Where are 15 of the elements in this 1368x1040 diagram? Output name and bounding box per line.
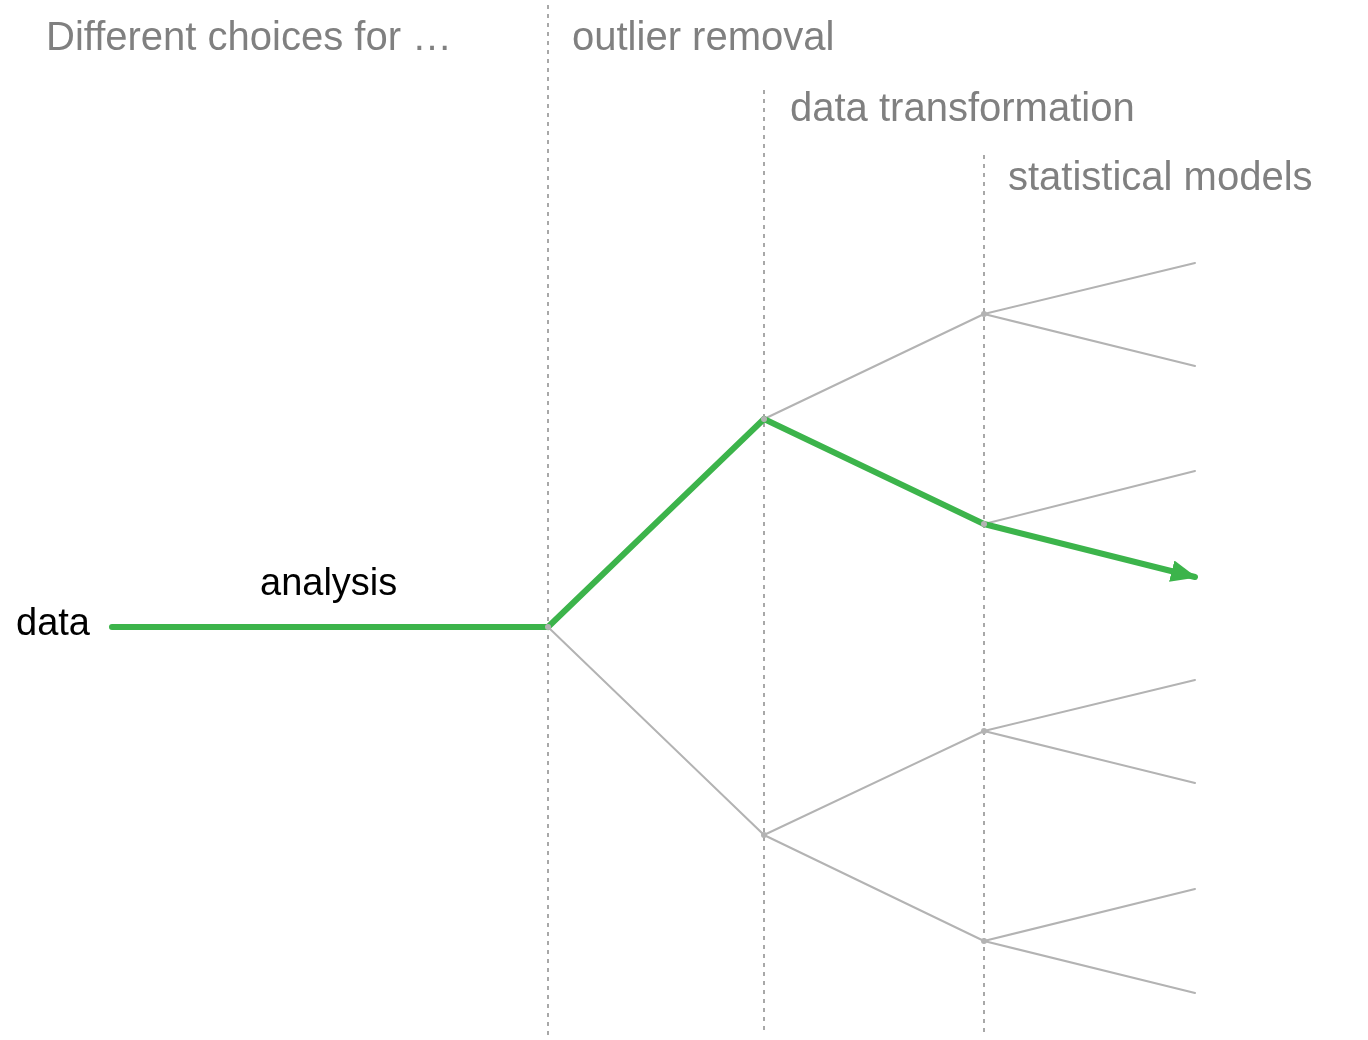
branch-point	[981, 938, 987, 944]
column-heading: statistical models	[1008, 153, 1313, 200]
column-heading: outlier removal	[572, 13, 835, 60]
column-heading: Different choices for …	[46, 13, 453, 60]
branch-line	[545, 416, 767, 630]
branch-point	[981, 521, 987, 527]
branch-point	[761, 832, 767, 838]
branch-line	[547, 626, 765, 836]
branch-point	[545, 624, 551, 630]
data-label: data	[16, 600, 90, 646]
branch-point	[981, 728, 987, 734]
branch-point	[761, 416, 767, 422]
column-heading: data transformation	[790, 84, 1135, 131]
branch-line	[761, 416, 987, 527]
branch-point	[981, 311, 987, 317]
